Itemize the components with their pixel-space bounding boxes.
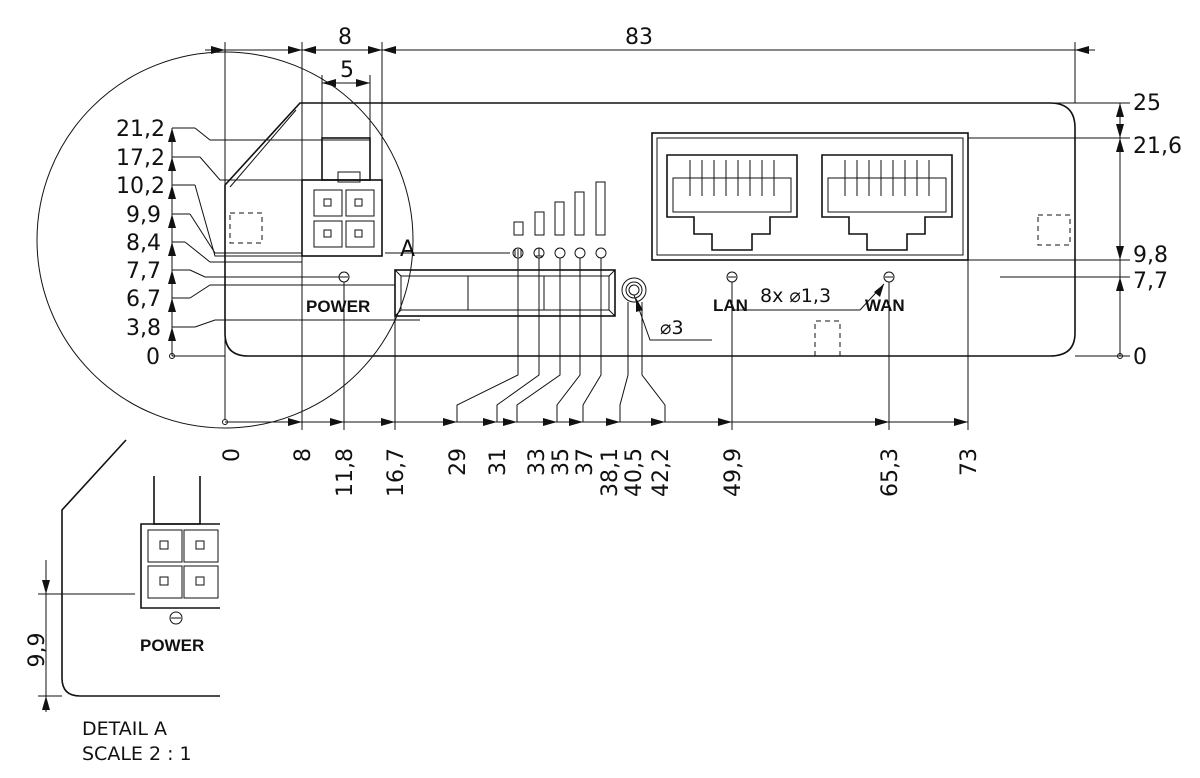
dim-connector-width: 8 [338,25,352,50]
detail-a-view: POWER 9,9 DETAIL A SCALE 2 : 1 [25,439,220,765]
dim-bottom-16-7: 16,7 [384,448,409,497]
device-front-view: POWER [224,102,1076,357]
dim-bottom-33: 33 [525,448,550,476]
detail-dimension: 9,9 [25,633,50,668]
ethernet-housing [651,132,969,261]
power-connector [301,137,383,257]
connector-latch-tab [337,171,361,183]
reset-callout: ⌀3 [633,294,712,341]
sim-tray [394,269,616,317]
connector-housing [301,179,383,257]
left-dimensions: 21,2 17,2 10,2 9,9 8,4 7,7 6,7 3,8 0 [116,117,420,370]
ethernet-block [651,132,969,261]
dim-left-6-7: 6,7 [126,287,161,312]
dim-bottom-0: 0 [220,448,245,462]
dim-left-9-9: 9,9 [126,203,161,228]
device-outline [224,102,1076,357]
reset-button-inner [625,281,643,299]
lan-pins [689,160,775,196]
hidden-mount-left [229,212,263,244]
detail-scale: SCALE 2 : 1 [82,743,192,765]
dim-connector-inner: 5 [340,58,354,83]
hidden-mount-right [1037,214,1071,246]
dim-right-21-6: 21,6 [1133,134,1182,159]
dim-bottom-29: 29 [446,448,471,476]
wan-pins [844,160,930,196]
dim-left-7-7: 7,7 [126,259,161,284]
lan-label: LAN [713,296,748,315]
dim-right-7-7: 7,7 [1133,269,1168,294]
dim-left-0: 0 [146,345,160,370]
dim-left-8-4: 8,4 [126,231,161,256]
dim-right-9-8: 9,8 [1133,243,1168,268]
dim-left-21-2: 21,2 [116,117,165,142]
lan-jack [666,154,798,251]
sim-tray-outer [394,269,616,317]
dim-left-17-2: 17,2 [116,146,165,171]
dim-bottom-37: 37 [573,448,598,476]
detail-outline [61,439,220,697]
dim-bottom-49-9: 49,9 [721,448,746,497]
detail-marker-label: A [400,237,415,262]
detail-power-label: POWER [140,636,204,655]
hole-note: 8x ⌀1,3 [760,285,831,307]
dim-right-0: 0 [1133,345,1147,370]
detail-latch [153,476,201,525]
detail-connector [140,523,220,609]
bottom-dimensions: 0 8 11,8 16,7 29 31 33 35 37 38,1 40,5 4… [220,256,982,497]
power-label: POWER [306,297,370,316]
dim-bottom-11-8: 11,8 [333,448,358,497]
dim-bottom-31: 31 [486,448,511,476]
reset-note: ⌀3 [660,317,684,339]
dim-bottom-40-5: 40,5 [622,448,647,497]
dim-bottom-65-3: 65,3 [878,448,903,497]
hidden-slot [814,320,841,356]
wan-jack [821,154,953,251]
top-dimensions: 8 5 83 [205,25,1095,420]
dim-right-25: 25 [1133,91,1161,116]
dim-bottom-42-2: 42,2 [649,448,674,497]
detail-power-led [169,611,183,625]
right-dimensions: 25 21,6 9,8 7,7 0 [968,91,1182,370]
hole-callout: 8x ⌀1,3 [732,283,885,311]
detail-title: DETAIL A [82,718,167,740]
wan-label: WAN [865,296,905,315]
dim-overall-width: 83 [625,25,653,50]
signal-indicators [512,181,607,259]
dim-bottom-38-1: 38,1 [598,448,623,497]
dim-left-3-8: 3,8 [126,316,161,341]
connector-latch [321,137,371,181]
reset-button-outer [621,277,647,303]
dim-left-10-2: 10,2 [116,174,165,199]
dim-bottom-8: 8 [291,448,316,462]
dim-bottom-35: 35 [549,448,574,476]
device-chamfer-edge [229,109,297,188]
dim-bottom-73: 73 [957,448,982,476]
